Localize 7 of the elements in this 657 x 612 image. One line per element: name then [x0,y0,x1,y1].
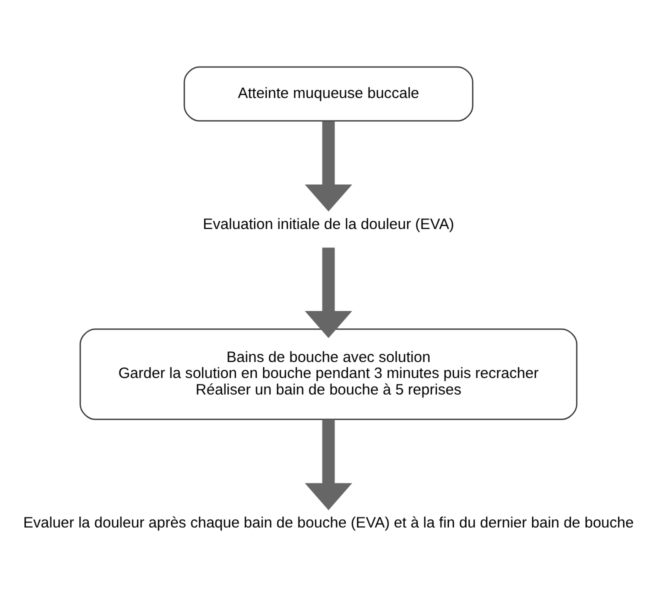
node-box: Atteinte muqueuse buccale [184,66,474,122]
node-text: Evaluer la douleur après chaque bain de bouche (EVA) et à la fin du dernier bain de bouche [23,514,634,531]
node-text: Evaluation initiale de la douleur (EVA) [202,215,454,232]
arrow [304,247,352,338]
arrow [304,120,352,212]
node-box: Bains de bouche avec solution Garder la solution en bouche pendant 3 minutes puis recracher Réaliser un bain de bouche à 5 reprises [80,328,578,420]
arrow [304,418,352,510]
